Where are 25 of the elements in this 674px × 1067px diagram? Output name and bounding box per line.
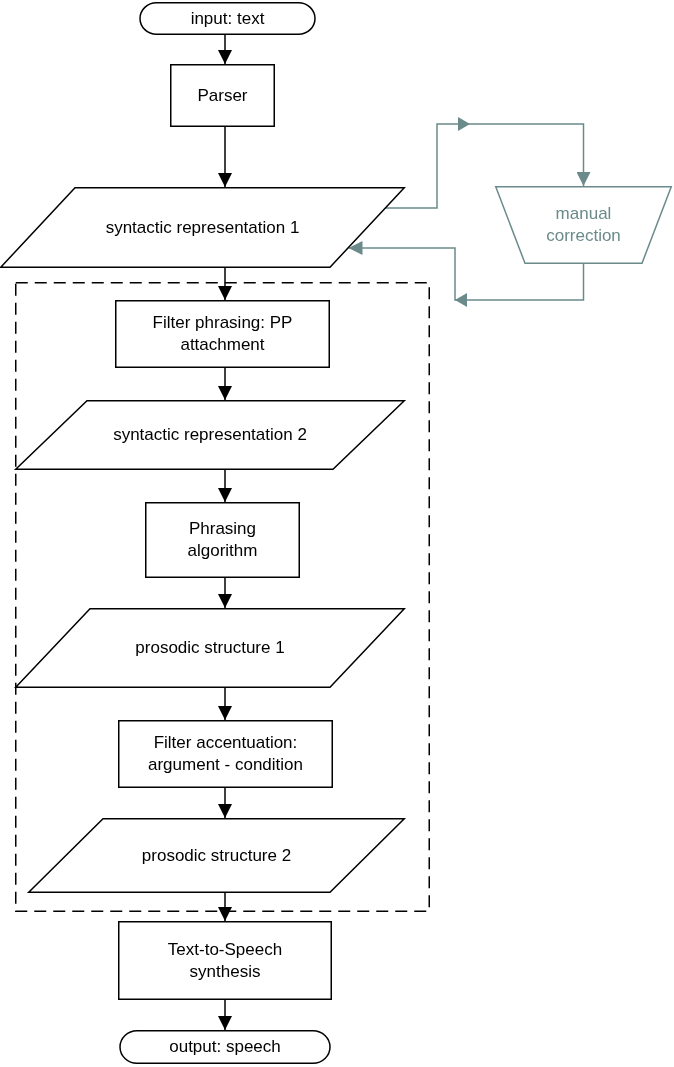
data-parallelogram [0,187,405,268]
process-box [170,64,275,127]
data-parallelogram [28,818,405,893]
process-box [115,300,330,368]
process-box [145,502,300,578]
node-label: syntactic representation 1 [104,216,301,239]
node-label: prosodic structure 1 [134,636,286,659]
process-box [118,720,333,788]
node-label: Filter accentuation: argument - condition [147,731,304,776]
data-parallelogram [15,400,405,470]
dashed-group-box [15,282,430,912]
node-label: prosodic structure 2 [140,844,293,867]
node-label: Phrasing algorithm [186,517,259,562]
data-parallelogram [15,608,405,688]
node-label: manual correction [545,202,622,247]
node-label: Text-to-Speech synthesis [166,938,284,983]
node-label: syntactic representation 2 [112,423,308,446]
node-label: output: speech [168,1035,282,1058]
terminator-shape [140,2,315,35]
manual-operation-trapezoid [495,186,672,264]
node-label: input: text [189,7,266,30]
node-label: Filter phrasing: PP attachment [151,311,294,356]
terminator-shape [120,1030,330,1064]
node-label: Parser [196,84,249,107]
process-box [118,921,332,1000]
